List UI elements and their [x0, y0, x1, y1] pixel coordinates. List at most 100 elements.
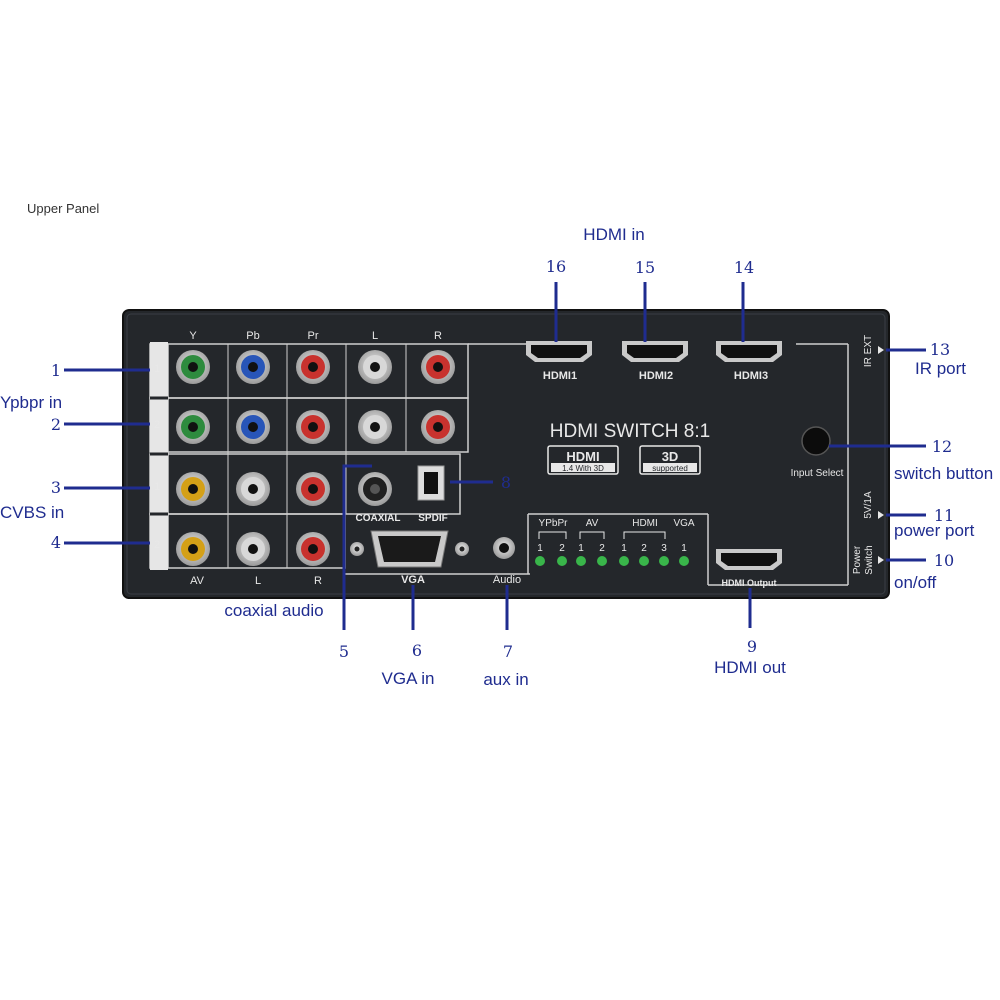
label-ypbpr-in: Ypbpr in [0, 393, 62, 412]
ypbpr-row-1 [176, 350, 455, 384]
rca-jack-y1 [176, 350, 210, 384]
label-hdmi-in: HDMI in [583, 225, 644, 244]
callout-12: 12 [932, 437, 952, 456]
led-1 [535, 556, 545, 566]
led-4 [597, 556, 607, 566]
callout-16: 16 [546, 257, 566, 276]
rca-jack-avr2 [296, 532, 330, 566]
power-switch-label-1: Power [852, 545, 863, 574]
rca-jack-l2 [358, 410, 392, 444]
label-coaxial-audio: coaxial audio [224, 601, 323, 620]
led-3 [576, 556, 586, 566]
hdmi2-label: HDMI2 [639, 370, 673, 382]
hdmi-port-2 [622, 341, 688, 362]
led-number-4: 2 [599, 543, 605, 554]
vga-port [350, 530, 469, 568]
input-select-label: Input Select [791, 468, 844, 479]
led-7 [659, 556, 669, 566]
rca-jack-coaxial [358, 472, 392, 506]
row-number-1: 1 [154, 363, 160, 375]
label-r: R [314, 575, 322, 587]
callout-9: 9 [747, 637, 757, 656]
power-switch-label-2: Switch [864, 545, 875, 574]
svg-text:3D: 3D [662, 449, 679, 464]
svg-text:HDMI: HDMI [566, 449, 599, 464]
rca-jack-l1 [358, 350, 392, 384]
led-number-8: 1 [681, 543, 687, 554]
led-number-7: 3 [661, 543, 667, 554]
hdmi-output-port [716, 549, 782, 570]
callout-14: 14 [734, 258, 754, 277]
led-number-6: 2 [641, 543, 647, 554]
row-number-4: 2 [154, 539, 160, 551]
led-group-vga: VGA [673, 518, 694, 529]
callout-13: 13 [930, 340, 950, 359]
label-on-off: on/off [894, 573, 937, 592]
arrow-marker-switch [878, 556, 884, 564]
svg-text:1.4 With 3D: 1.4 With 3D [562, 464, 604, 473]
led-number-1: 1 [537, 543, 543, 554]
rca-jack-pb2 [236, 410, 270, 444]
leader-lines [64, 282, 926, 630]
label-av: AV [190, 575, 205, 587]
callout-4: 4 [51, 533, 61, 552]
led-number-3: 1 [578, 543, 584, 554]
led-8 [679, 556, 689, 566]
header-pb: Pb [246, 330, 259, 342]
hdmi-port-1 [526, 341, 592, 362]
led-group-hdmi: HDMI [632, 518, 658, 529]
callout-15: 15 [635, 258, 655, 277]
callout-3: 3 [51, 478, 61, 497]
led-number-5: 1 [621, 543, 627, 554]
power-rating-label: 5V/1A [863, 491, 874, 519]
rca-jack-r1 [421, 350, 455, 384]
audio-label: Audio [493, 574, 521, 586]
label-vga-in: VGA in [382, 669, 435, 688]
label-aux-in: aux in [483, 670, 528, 689]
header-r: R [434, 330, 442, 342]
vga-label: VGA [401, 574, 425, 586]
3d-badge: 3D supported [639, 445, 701, 475]
rca-jack-pr1 [296, 350, 330, 384]
led-5 [619, 556, 629, 566]
hdmi-output-label: HDMI Output [722, 578, 777, 588]
led-panel: YPbPr AV HDMI VGA 1 2 1 2 1 2 3 1 [535, 518, 695, 566]
led-number-2: 2 [559, 543, 565, 554]
rca-jack-pb1 [236, 350, 270, 384]
callout-7: 7 [503, 642, 513, 661]
ypbpr-row-2 [176, 410, 455, 444]
rca-jack-y2 [176, 410, 210, 444]
spdif-label: SPDIF [418, 513, 447, 524]
rca-jack-avl2 [236, 532, 270, 566]
rca-jack-avl1 [236, 472, 270, 506]
label-l: L [255, 575, 261, 587]
hdmi1-label: HDMI1 [543, 370, 577, 382]
callout-10: 10 [934, 551, 954, 570]
led-group-ypbpr: YPbPr [539, 518, 569, 529]
row-number-2: 2 [154, 419, 160, 431]
arrow-marker-ir [878, 346, 884, 354]
spdif-port [417, 465, 445, 501]
header-l: L [372, 330, 378, 342]
row-number-3: 1 [154, 481, 160, 493]
label-switch-button: switch button [894, 464, 993, 483]
rca-jack-pr2 [296, 410, 330, 444]
hdmi-port-3 [716, 341, 782, 362]
hdmi3-label: HDMI3 [734, 370, 768, 382]
header-y: Y [189, 330, 197, 342]
callout-2: 2 [51, 415, 61, 434]
svg-text:supported: supported [652, 464, 688, 473]
label-hdmi-out: HDMI out [714, 658, 786, 677]
header-pr: Pr [308, 330, 319, 342]
input-section [149, 342, 849, 586]
rca-jack-avr1 [296, 472, 330, 506]
callout-1: 1 [51, 361, 61, 380]
cvbs-row-1 [176, 472, 392, 506]
input-select-button[interactable] [801, 426, 831, 456]
rca-jack-r2 [421, 410, 455, 444]
rca-jack-av2 [176, 532, 210, 566]
callout-8: 8 [501, 473, 511, 492]
ir-ext-label: IR EXT [863, 335, 874, 367]
label-cvbs-in: CVBS in [0, 503, 64, 522]
